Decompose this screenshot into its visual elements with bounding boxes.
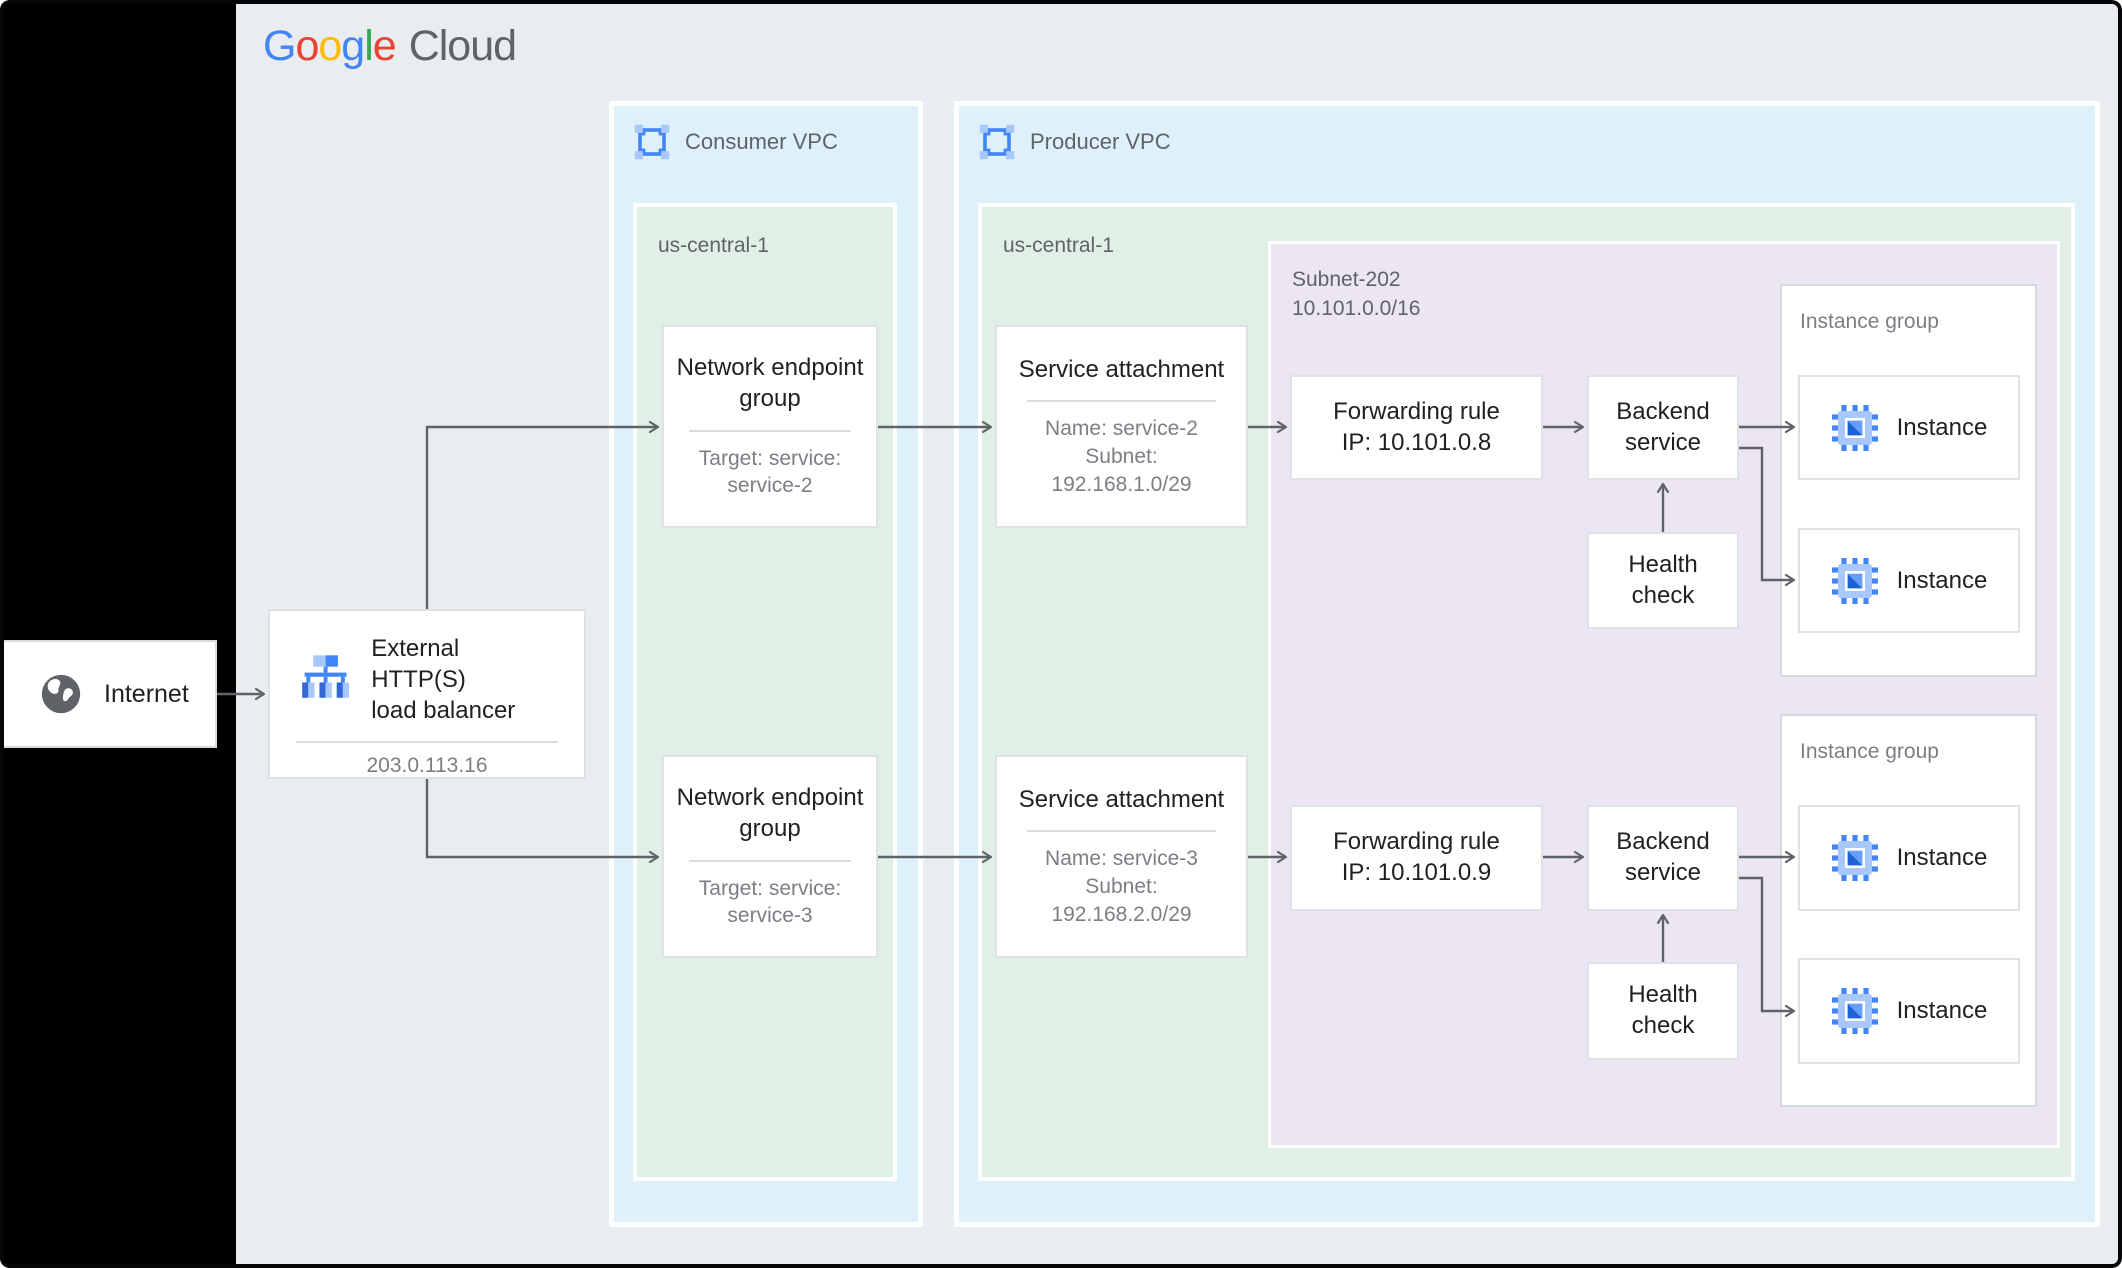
instance-2a-label: Instance bbox=[1896, 844, 1988, 871]
instance-group-1-label: Instance group bbox=[1800, 310, 1939, 333]
sa-2-subnet-label: Subnet: bbox=[1085, 875, 1158, 898]
neg-1-divider bbox=[689, 429, 851, 432]
compute-instance-icon bbox=[1831, 835, 1878, 881]
hc-1-line2: check bbox=[1631, 581, 1695, 609]
sa-2-name: Name: service-3 bbox=[1045, 847, 1198, 871]
fr-1-line1: Forwarding rule bbox=[1333, 397, 1500, 425]
subnet-cidr: 10.101.0.0/16 bbox=[1292, 296, 1421, 320]
internet-node: Internet bbox=[2, 640, 217, 748]
load-balancer-icon bbox=[302, 655, 350, 698]
health-check-1: Health check bbox=[1587, 532, 1739, 629]
sa-2-subnet-value: 192.168.2.0/29 bbox=[1051, 902, 1192, 926]
instance-group-2-label: Instance group bbox=[1800, 740, 1939, 763]
google-logo-cloud: Cloud bbox=[408, 22, 517, 70]
network-endpoint-group-1: Network endpoint group Target: service: … bbox=[662, 325, 878, 528]
load-balancer-title-line2: load balancer bbox=[371, 697, 516, 725]
subnet-name: Subnet-202 bbox=[1292, 268, 1401, 291]
hc-2-line1: Health bbox=[1628, 981, 1698, 1009]
consumer-region-label: us-central-1 bbox=[658, 234, 769, 257]
sa-1-details: Name: service-2 Subnet: 192.168.1.0/29 bbox=[1045, 415, 1198, 498]
neg-1-target-line2: service-2 bbox=[727, 474, 813, 498]
forwarding-rule-1: Forwarding rule IP: 10.101.0.8 bbox=[1290, 375, 1543, 480]
sa-2-title: Service attachment bbox=[1018, 785, 1225, 813]
fr-1-line2: IP: 10.101.0.8 bbox=[1341, 428, 1492, 456]
instance-group-2: Instance group bbox=[1780, 714, 2037, 1107]
backend-service-2: Backend service bbox=[1587, 805, 1739, 911]
neg-1-title: Network endpoint group bbox=[676, 354, 864, 412]
subnet-label: Subnet-202 10.101.0.0/16 bbox=[1292, 266, 1420, 324]
sa-1-title: Service attachment bbox=[1018, 355, 1225, 383]
sa-1-subnet-value: 192.168.1.0/29 bbox=[1051, 472, 1192, 496]
consumer-vpc-header: Consumer VPC bbox=[634, 124, 838, 160]
subnet-container: Subnet-202 10.101.0.0/16 Forwarding rule… bbox=[1268, 241, 2060, 1148]
instance-1a: Instance bbox=[1798, 375, 2020, 480]
sa-2-divider bbox=[1026, 830, 1217, 833]
load-balancer-node: External HTTP(S) load balancer 203.0.113… bbox=[268, 609, 586, 779]
bs-1-line2: service bbox=[1624, 428, 1702, 456]
hc-2-line2: check bbox=[1631, 1012, 1695, 1039]
consumer-vpc-label: Consumer VPC bbox=[685, 129, 838, 154]
producer-vpc-header: Producer VPC bbox=[979, 124, 1171, 160]
producer-region-label: us-central-1 bbox=[1003, 234, 1114, 257]
service-attachment-2: Service attachment Name: service-3 Subne… bbox=[995, 755, 1248, 958]
producer-vpc-label: Producer VPC bbox=[1030, 129, 1171, 154]
hc-1-line1: Health bbox=[1628, 550, 1698, 578]
neg-2-target-line2: service-3 bbox=[727, 904, 813, 928]
instance-1b: Instance bbox=[1798, 528, 2020, 633]
sa-1-divider bbox=[1026, 400, 1217, 403]
neg-2-target-line1: Target: service: bbox=[698, 876, 842, 900]
neg-2-target: Target: service: service-3 bbox=[699, 875, 841, 930]
forwarding-rule-2: Forwarding rule IP: 10.101.0.9 bbox=[1290, 805, 1543, 911]
compute-instance-icon bbox=[1831, 988, 1878, 1034]
left-black-panel bbox=[0, 0, 236, 1268]
load-balancer-title-line1: External HTTP(S) bbox=[371, 635, 466, 694]
instance-2b-label: Instance bbox=[1896, 997, 1988, 1024]
fr-2-line1: Forwarding rule bbox=[1333, 828, 1500, 856]
sa-2-details: Name: service-3 Subnet: 192.168.2.0/29 bbox=[1045, 845, 1198, 928]
instance-1a-label: Instance bbox=[1896, 413, 1988, 441]
sa-1-name: Name: service-2 bbox=[1045, 417, 1198, 441]
producer-vpc-container: Producer VPC us-central-1 Service attach… bbox=[954, 101, 2100, 1227]
sa-1-subnet-label: Subnet: bbox=[1085, 445, 1158, 468]
internet-globe-icon bbox=[41, 674, 81, 714]
producer-region-container: us-central-1 Service attachment Name: se… bbox=[978, 203, 2075, 1181]
fr-2-line2: IP: 10.101.0.9 bbox=[1341, 859, 1492, 886]
load-balancer-title: External HTTP(S) load balancer bbox=[371, 633, 558, 727]
bs-1-line1: Backend bbox=[1616, 397, 1710, 425]
backend-service-1: Backend service bbox=[1587, 375, 1739, 480]
load-balancer-ip: 203.0.113.16 bbox=[366, 753, 488, 777]
instance-2b: Instance bbox=[1798, 958, 2020, 1064]
neg-2-title: Network endpoint group bbox=[676, 784, 864, 842]
bs-2-line1: Backend bbox=[1616, 828, 1710, 856]
service-attachment-1: Service attachment Name: service-2 Subne… bbox=[995, 325, 1248, 528]
neg-1-target-line1: Target: service: bbox=[698, 446, 842, 470]
internet-label: Internet bbox=[104, 679, 189, 708]
neg-1-target: Target: service: service-2 bbox=[699, 445, 841, 500]
load-balancer-divider bbox=[296, 740, 558, 743]
bs-2-line2: service bbox=[1624, 859, 1702, 886]
vpc-network-icon bbox=[979, 124, 1015, 160]
neg-2-divider bbox=[689, 859, 851, 862]
compute-instance-icon bbox=[1831, 404, 1878, 451]
consumer-region-container: us-central-1 Network endpoint group Targ… bbox=[633, 203, 897, 1181]
load-balancer-header: External HTTP(S) load balancer bbox=[296, 633, 558, 727]
compute-instance-icon bbox=[1831, 557, 1878, 604]
instance-1b-label: Instance bbox=[1896, 566, 1988, 594]
network-endpoint-group-2: Network endpoint group Target: service: … bbox=[662, 755, 878, 958]
health-check-2: Health check bbox=[1587, 962, 1739, 1060]
consumer-vpc-container: Consumer VPC us-central-1 Network endpoi… bbox=[609, 101, 923, 1227]
instance-group-1: Instance group bbox=[1780, 284, 2037, 677]
instance-2a: Instance bbox=[1798, 805, 2020, 911]
vpc-network-icon bbox=[634, 124, 670, 160]
